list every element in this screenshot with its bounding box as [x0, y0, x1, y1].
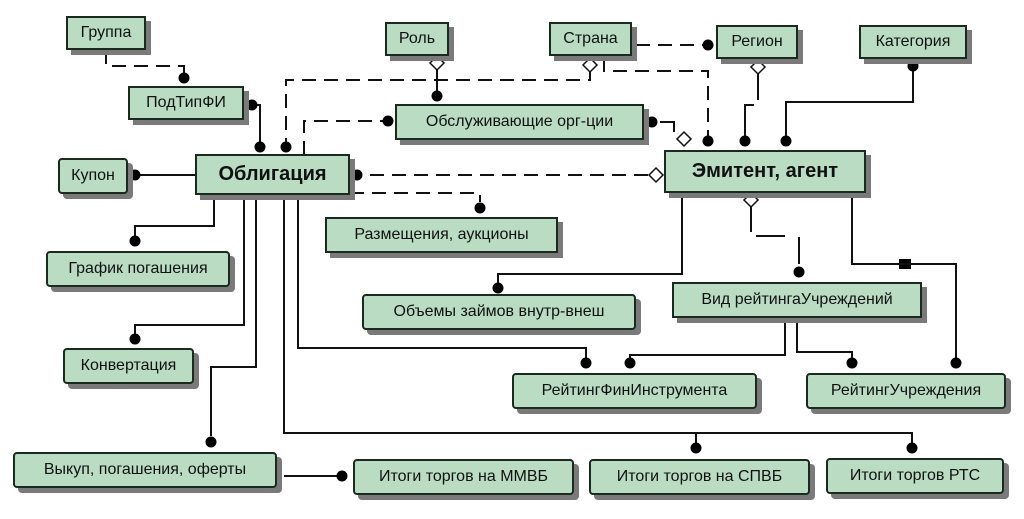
rel-gruppa-podtipfi	[105, 50, 185, 76]
rel-obligaciya-vykup	[210, 195, 257, 436]
rel-region-emitent	[744, 72, 759, 136]
rel-obligaciya-grafik	[134, 195, 215, 236]
diamond-start	[647, 166, 665, 184]
rel-podtipfi-obligaciya	[252, 104, 261, 145]
entity-grafik[interactable]: График погашения	[46, 251, 230, 287]
dot-end	[846, 357, 858, 369]
dot-end	[690, 442, 702, 454]
dot-end	[474, 202, 486, 214]
rel-obligaciya-konvert	[134, 195, 245, 334]
dot-end	[492, 282, 504, 294]
entity-rol[interactable]: Роль	[385, 22, 449, 56]
entity-itogi-rts[interactable]: Итоги торгов РТС	[826, 458, 1004, 494]
dot-end	[580, 357, 592, 369]
rel-strana-emitent	[603, 58, 709, 136]
dot-end	[906, 442, 918, 454]
cardinality-mark	[899, 259, 911, 263]
entity-kupon[interactable]: Купон	[58, 158, 128, 194]
cardinality-mark	[899, 265, 911, 269]
rel-vidreit-reitfin	[629, 317, 786, 358]
rel-emitent-vidreit	[750, 205, 800, 264]
rel-kategoriya-emitent	[785, 68, 914, 136]
dot-end	[254, 141, 266, 153]
dot-end	[702, 135, 714, 147]
entity-emitent[interactable]: Эмитент, агент	[664, 150, 866, 193]
entity-vid-reit[interactable]: Вид рейтингаУчреждений	[672, 282, 922, 318]
dot-end	[793, 266, 805, 278]
dot-end	[351, 169, 363, 181]
entity-obsluzh[interactable]: Обслуживающие орг-ции	[395, 104, 644, 140]
entity-kategoriya[interactable]: Категория	[859, 25, 967, 59]
dot-end	[280, 141, 292, 153]
diamond-start	[749, 58, 767, 76]
entity-obligaciya[interactable]: Облигация	[195, 154, 350, 195]
entity-razmesh[interactable]: Размещения, аукционы	[325, 217, 558, 253]
entity-konvert[interactable]: Конвертация	[63, 348, 194, 384]
dot-end	[950, 357, 962, 369]
dot-end	[178, 72, 190, 84]
dot-end	[780, 135, 792, 147]
dot-end	[129, 235, 141, 247]
rel-vidreit-reituchr	[796, 317, 853, 358]
entity-vykup[interactable]: Выкуп, погашения, оферты	[13, 452, 277, 488]
entity-reit-uchr[interactable]: РейтингУчреждения	[806, 373, 1006, 409]
dot-end	[336, 470, 348, 482]
dot-end	[129, 169, 141, 181]
entity-region[interactable]: Регион	[716, 25, 798, 59]
dot-end	[739, 135, 751, 147]
dot-end	[431, 90, 443, 102]
entity-itogi-mmvb[interactable]: Итоги торгов на ММВБ	[353, 459, 574, 495]
rel-obligaciya-itogi	[283, 195, 913, 477]
rel-obsluzh-emitent	[660, 121, 675, 132]
dot-end	[382, 115, 394, 127]
entity-itogi-spvb[interactable]: Итоги торгов на СПВБ	[589, 459, 810, 495]
rel-emitent-obemy	[497, 195, 683, 283]
dot-end	[624, 357, 636, 369]
diamond-end	[675, 130, 693, 148]
entity-obemy[interactable]: Объемы займов внутр-внеш	[362, 294, 636, 330]
dot-end	[246, 99, 258, 111]
diamond-start	[742, 191, 760, 209]
diamond-start	[428, 54, 446, 72]
entity-podtipfi[interactable]: ПодТипФИ	[128, 86, 244, 120]
rel-emitent-reituchr	[851, 195, 957, 358]
entity-strana[interactable]: Страна	[549, 22, 632, 56]
rel-obligaciya-razmesh	[350, 192, 481, 202]
diamond-start	[581, 56, 599, 74]
dot-end	[646, 116, 658, 128]
rel-obligaciya-obsluzh	[303, 120, 388, 155]
entity-reit-fin[interactable]: РейтингФинИнструмента	[512, 373, 757, 409]
rel-obligaciya-reitfin	[297, 195, 587, 358]
dot-end	[129, 333, 141, 345]
dot-end	[907, 60, 919, 72]
dot-end	[205, 436, 217, 448]
dot-end	[702, 39, 714, 51]
entity-gruppa[interactable]: Группа	[66, 16, 146, 50]
